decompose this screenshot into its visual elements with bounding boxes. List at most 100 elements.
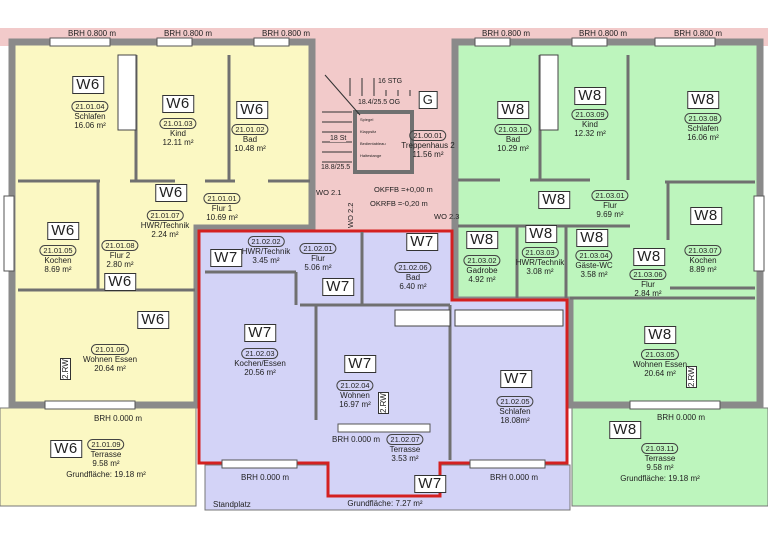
- room-area: 9.69 m²: [596, 210, 624, 219]
- lift-label: Klappsitz: [360, 129, 377, 134]
- room-label-staircase: 21.00.01 Treppenhaus 2 11.56 m²: [401, 130, 455, 159]
- room-id: 21.03.02: [463, 255, 501, 266]
- room-id: 21.02.04: [336, 380, 374, 391]
- room-id: 21.01.05: [39, 245, 77, 256]
- unit-badge: W8: [644, 326, 676, 344]
- room-name: Gadrobe: [466, 266, 498, 275]
- unit-badge: W6: [236, 101, 268, 119]
- room-area: 2.24 m²: [151, 230, 179, 239]
- steps-upper: 16 STG: [378, 78, 403, 85]
- room-name: Schlafen: [499, 407, 531, 416]
- room-name: Flur 1: [211, 204, 233, 213]
- lift-label: Bedientableau: [360, 141, 386, 146]
- room-name: Schlafen: [74, 112, 106, 121]
- window-label: BRH 0.000 m: [241, 473, 290, 482]
- room-area: 8.69 m²: [44, 265, 72, 274]
- standplatz-label: Standplatz: [213, 500, 251, 509]
- room-name: Flur: [603, 201, 617, 210]
- unit-badge: W8: [574, 87, 606, 105]
- rw-label: 2.RW: [378, 392, 389, 414]
- room-area: 2.84 m²: [634, 289, 662, 298]
- room-name: Terrasse: [644, 454, 676, 463]
- room-name: Wohnen Essen: [82, 355, 138, 364]
- stair-steps: [322, 74, 411, 163]
- room-area: 9.58 m²: [646, 463, 674, 472]
- room-area: 16.97 m²: [339, 400, 371, 409]
- room-area: 9.58 m²: [92, 459, 120, 468]
- unit-badge: W8: [576, 229, 608, 247]
- unit-badge: W7: [344, 355, 376, 373]
- room-area: 8.89 m²: [689, 265, 717, 274]
- room-id: 21.03.10: [494, 124, 532, 135]
- room-name: Flur: [641, 280, 655, 289]
- door-label: WO 2.2: [346, 202, 355, 228]
- room-name: Bad: [242, 135, 258, 144]
- room-area: 5.06 m²: [304, 263, 332, 272]
- room-name: Bad: [505, 135, 521, 144]
- window-label: BRH 0.000 m: [332, 435, 381, 444]
- room-area: 20.64 m²: [94, 364, 126, 373]
- room-id: 21.01.07: [146, 210, 184, 221]
- unit-badge: W8: [633, 248, 665, 266]
- room-name: Terrasse: [389, 445, 421, 454]
- room-id: 21.03.07: [684, 245, 722, 256]
- room-name: Wohnen: [340, 391, 370, 400]
- unit-badge: W6: [47, 222, 79, 240]
- room-id: 21.02.01: [299, 243, 337, 254]
- window-label: BRH 0.000 m: [490, 473, 539, 482]
- room-id: 21.02.05: [496, 396, 534, 407]
- unit-badge: W7: [210, 249, 242, 267]
- room-area: 3.45 m²: [252, 256, 280, 265]
- room-name: Bad: [405, 273, 421, 282]
- room-name: Kochen: [44, 256, 72, 265]
- room-id: 21.01.02: [231, 124, 269, 135]
- window-label: BRH 0.800 m: [164, 29, 213, 38]
- room-area: 3.58 m²: [580, 270, 608, 279]
- unit-badge: W8: [525, 225, 557, 243]
- unit-badge: W8: [466, 231, 498, 249]
- unit-badge: W6: [137, 311, 169, 329]
- room-id: 21.03.03: [521, 247, 559, 258]
- room-id: 21.01.08: [101, 240, 139, 251]
- unit-badge: W6: [72, 76, 104, 94]
- room-name: Kind: [581, 120, 599, 129]
- room-area: 6.40 m²: [399, 282, 427, 291]
- window-label: BRH 0.800 m: [262, 29, 311, 38]
- unit-badge: W7: [500, 370, 532, 388]
- ratio-upper: 18.4/25.5 OG: [358, 99, 401, 106]
- room-id: 21.01.04: [71, 101, 109, 112]
- room-name: Schlafen: [687, 124, 719, 133]
- room-name: HWR/Technik: [140, 221, 190, 230]
- unit-badge: W8: [687, 91, 719, 109]
- room-name: Kochen/Essen: [234, 359, 286, 368]
- terrace-w6: [0, 407, 197, 507]
- room-area: 16.06 m²: [687, 133, 719, 142]
- unit-badge: W6: [50, 440, 82, 458]
- unit-badge: W8: [538, 191, 570, 209]
- unit-badge: W8: [497, 101, 529, 119]
- room-name: Flur 2: [109, 251, 131, 260]
- room-id: 21.03.05: [641, 349, 679, 360]
- unit-badge: W7: [406, 233, 438, 251]
- steps-lower: 18 St: [330, 135, 347, 142]
- window-label: BRH 0.800 m: [579, 29, 628, 38]
- room-id: 21.01.01: [203, 193, 241, 204]
- rw-label: 2.RW: [686, 366, 697, 388]
- unit-badge: W7: [244, 324, 276, 342]
- window-label: BRH 0.800 m: [674, 29, 723, 38]
